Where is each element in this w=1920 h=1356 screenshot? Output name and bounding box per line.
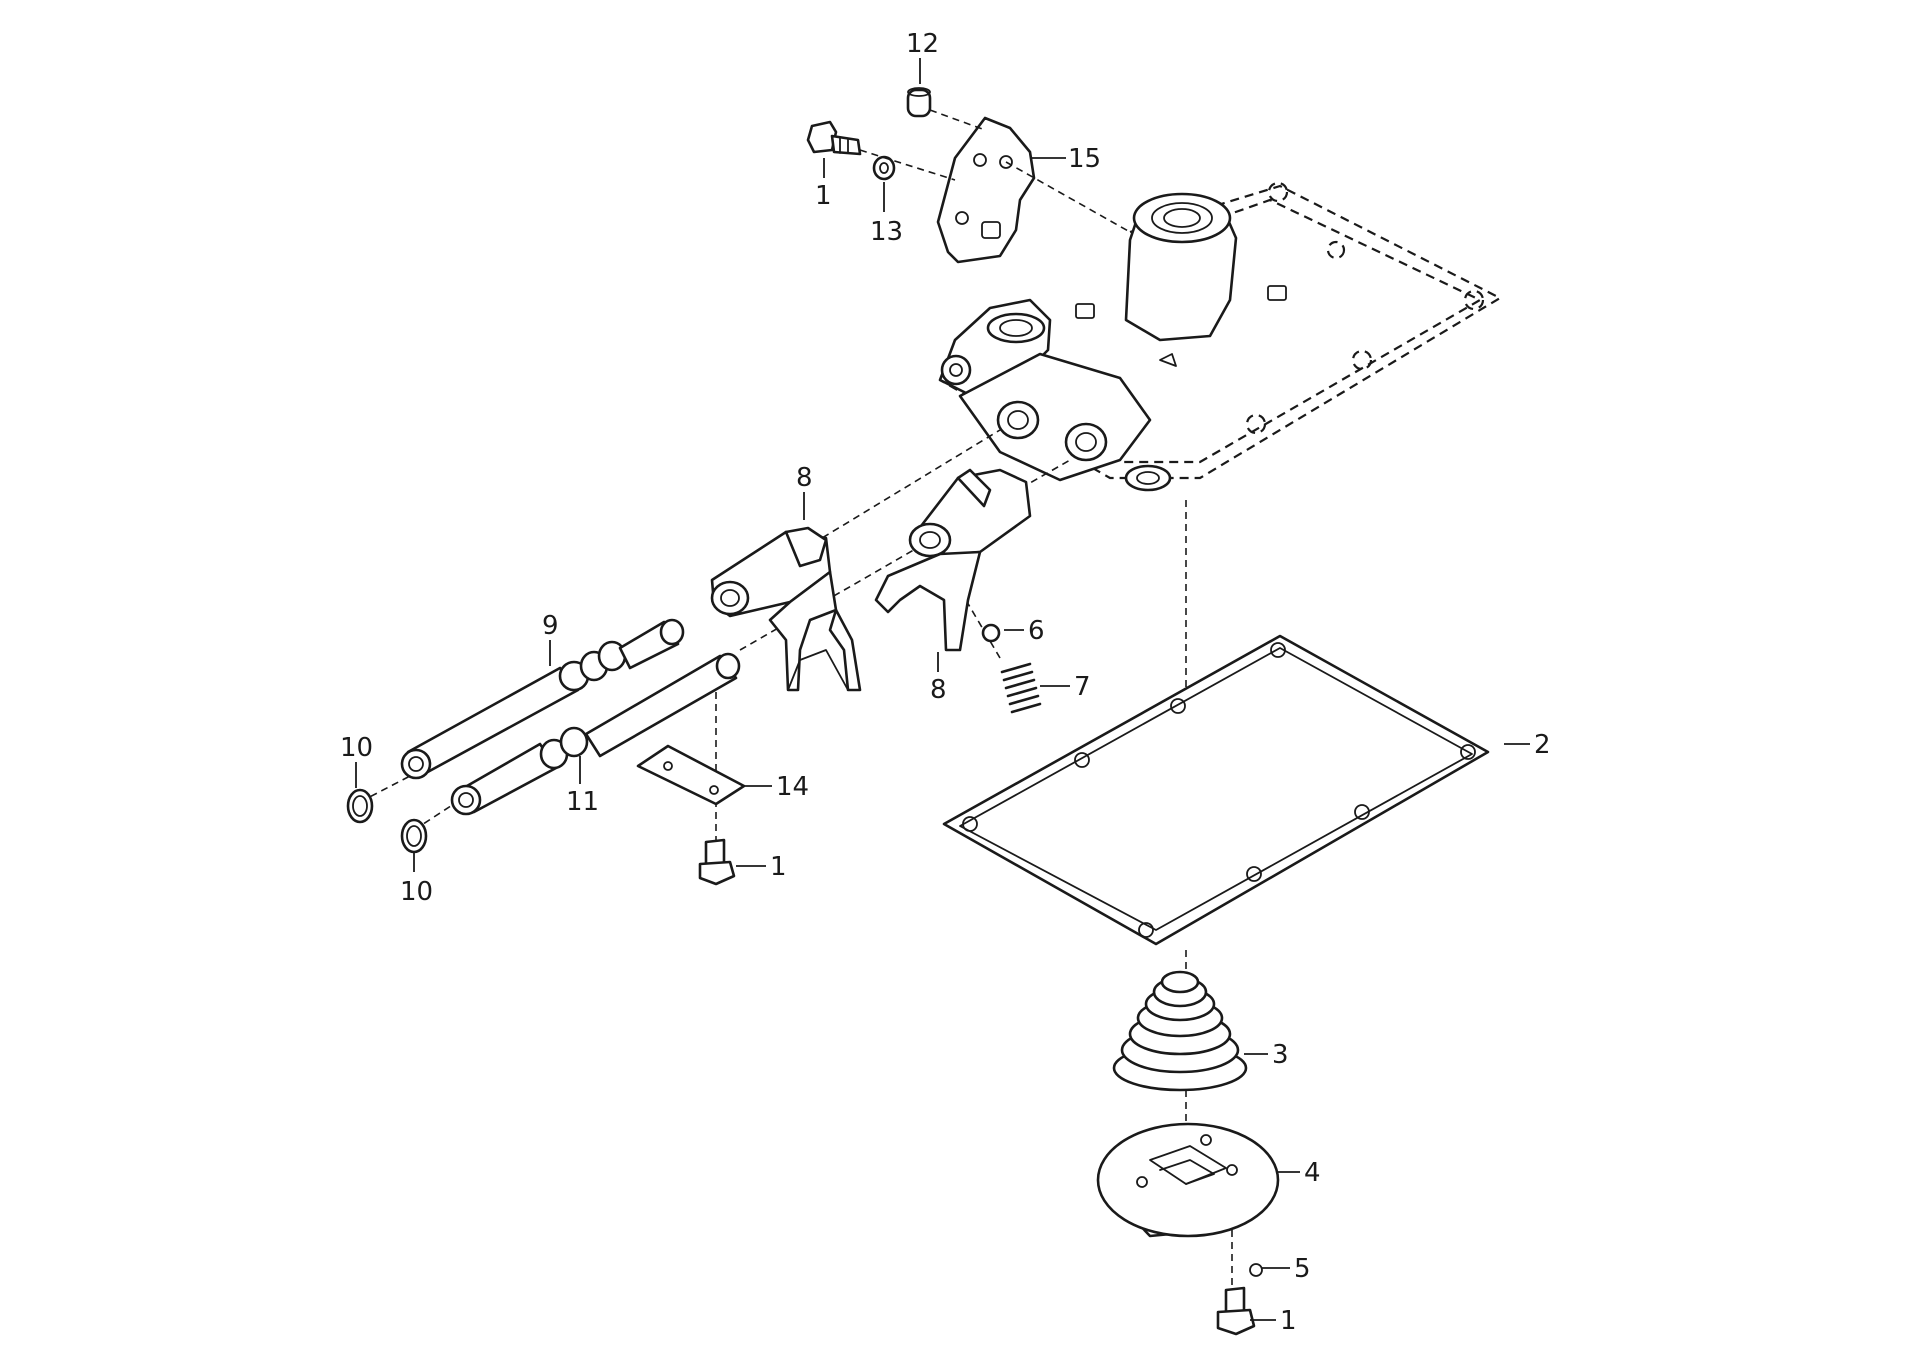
gasket-part-2 [942,634,1490,946]
axis-bolt-to-bracket [859,149,956,181]
callout-13: 13 [870,217,903,247]
callout-10-lower: 10 [400,877,433,907]
callout-5: 5 [1294,1254,1311,1284]
washer-part-13 [872,155,896,181]
callout-6: 6 [1028,616,1045,646]
bolt-part-1-mid [698,838,736,886]
callout-1-bottom: 1 [1280,1306,1297,1336]
o-ring-part-10-lower [400,818,428,854]
callout-12: 12 [906,29,939,59]
detent-ball-part-6 [981,623,1001,643]
bracket-plate-part-15 [936,116,1036,264]
callout-7: 7 [1074,672,1091,702]
bolt-part-1-bottom [1216,1286,1256,1336]
callout-1-mid: 1 [770,852,787,882]
callout-11: 11 [566,787,599,817]
callout-10-upper: 10 [340,733,373,763]
o-ring-part-10-upper [346,788,374,824]
shift-fork-part-8-lower [874,468,1032,652]
callout-4: 4 [1304,1158,1321,1188]
shift-fork-part-8-upper [710,526,862,692]
callout-9: 9 [542,611,559,641]
axis-pin-to-bracket [929,109,986,131]
callout-8-lower: 8 [930,675,947,705]
callout-14: 14 [776,772,809,802]
shift-rail-part-11 [450,652,741,816]
cover-plate-part-4 [1096,1122,1280,1238]
ball-part-5 [1249,1263,1263,1277]
callout-15: 15 [1068,144,1101,174]
shift-rail-part-9 [400,618,685,780]
axis-oring-10-lower [413,799,461,831]
detent-spring-part-7 [1000,662,1042,714]
bolt-part-1-top [806,120,862,156]
callout-3: 3 [1272,1040,1289,1070]
gearbox-top-cover-housing [938,181,1503,492]
callout-2: 2 [1534,730,1551,760]
callout-1-top: 1 [815,181,832,211]
callout-8-upper: 8 [796,463,813,493]
conical-spring-part-3 [1112,970,1248,1092]
pin-part-12 [906,87,932,118]
lock-plate-part-14 [636,744,746,806]
axis-oring-10-upper [359,775,411,803]
